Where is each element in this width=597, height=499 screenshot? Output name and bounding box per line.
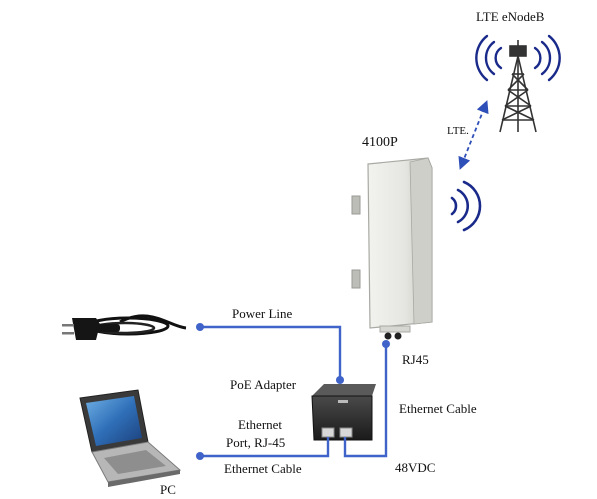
adapter-power-input — [336, 376, 344, 384]
cpe-signal-icon — [452, 182, 480, 230]
cpe-device-icon — [352, 158, 432, 340]
poe-adapter-label: PoE Adapter — [230, 377, 296, 392]
power-line-endpoint — [196, 323, 204, 331]
power-line-cable — [200, 327, 340, 380]
cell-tower-icon — [500, 40, 536, 132]
cpe-rj45-endpoint — [382, 340, 390, 348]
dc-voltage-label: 48VDC — [395, 460, 435, 475]
laptop-icon — [80, 390, 180, 487]
lte-enodeb-label: LTE eNodeB — [476, 9, 544, 24]
ethernet-cable-pc-label: Ethernet Cable — [224, 461, 302, 476]
ethernet-cable-cpe-label: Ethernet Cable — [399, 401, 477, 416]
ethernet-port-label-line1: Ethernet — [238, 417, 282, 432]
ethernet-port-label-line2: Port, RJ-45 — [226, 435, 285, 450]
model-label: 4100P — [362, 135, 398, 150]
pc-label: PC — [160, 482, 176, 497]
pc-ethernet-endpoint — [196, 452, 204, 460]
power-plug-icon — [62, 316, 186, 340]
poe-adapter-icon — [312, 384, 376, 440]
lte-link-label: LTE. — [447, 124, 469, 139]
power-line-label: Power Line — [232, 306, 292, 321]
rj45-label: RJ45 — [402, 352, 429, 367]
